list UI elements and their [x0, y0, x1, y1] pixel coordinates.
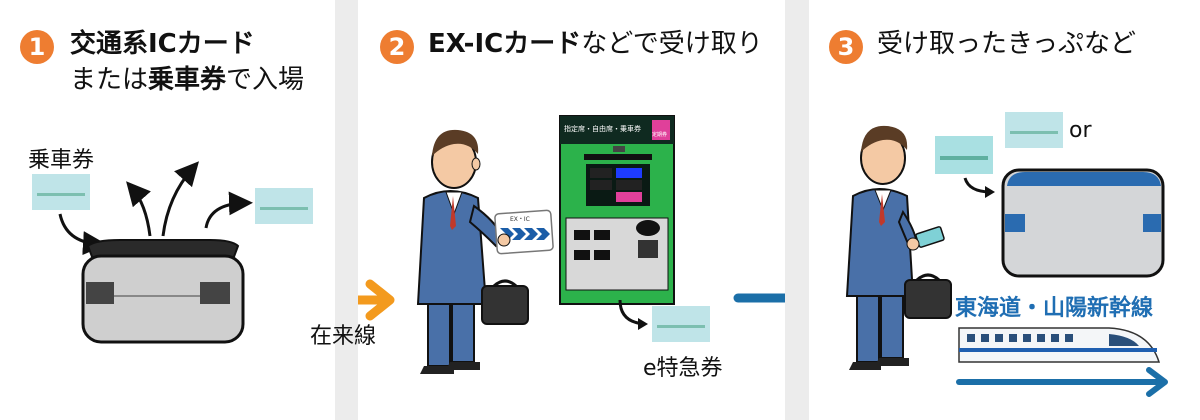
gate-arrows-icon [58, 161, 253, 256]
step-2-title: EX-ICカードなどで受け取り [428, 26, 763, 62]
gate-icon [1001, 168, 1165, 278]
local-line-label: 在来線 [310, 324, 377, 349]
step-2-panel: 2 EX-ICカードなどで受け取り [310, 0, 785, 420]
ticket-label: 乗車券 [28, 148, 95, 173]
boarding-illustration [845, 125, 1168, 397]
step-2-badge: 2 [380, 30, 414, 64]
person-icon [845, 125, 952, 370]
step-1-title-ticket: 乗車券 [148, 65, 227, 95]
step-1-title: 交通系ICカード または乗車券で入場 [70, 26, 304, 98]
express-ticket-label: e特急券 [643, 356, 723, 381]
card-label: EX・IC [510, 216, 530, 223]
returned-ticket-icon [255, 188, 313, 224]
ic-card-icon [935, 136, 993, 174]
step-2-title-bold: EX-ICカード [428, 29, 582, 59]
step-3-badge: 3 [829, 30, 863, 64]
step-2-title-post: などで受け取り [581, 29, 763, 59]
ex-ic-card-icon [494, 209, 554, 255]
step-1-title-post: で入場 [226, 65, 305, 95]
gate-arrow-icon [963, 177, 995, 198]
paper-ticket-icon [1005, 112, 1063, 148]
step-1-badge: 1 [20, 30, 54, 64]
train-direction-arrow-icon [956, 367, 1168, 397]
step-1-panel: 1 交通系ICカード または乗車券で入場 乗車券 [0, 0, 335, 420]
shinkansen-line-name: 東海道・山陽新幹線 [955, 296, 1154, 321]
machine-header-label: 指定席・自由席・乗車券 [564, 125, 641, 133]
shinkansen-icon [958, 327, 1161, 363]
orange-arrow-icon [358, 279, 395, 321]
issue-arrow-icon [618, 299, 648, 330]
step-3-panel: 3 受け取ったきっぷなど or [809, 0, 1200, 420]
person-icon [416, 129, 529, 374]
step-3-title: 受け取ったきっぷなど [877, 29, 1136, 59]
gate-machine-icon [81, 239, 245, 344]
or-label: or [1069, 118, 1092, 143]
ticket-gate-illustration [58, 161, 253, 344]
express-ticket-icon [652, 306, 710, 342]
step-1-title-pre: または [70, 65, 149, 95]
blue-arrow-icon [733, 293, 785, 303]
step-1-title-bold: 交通系ICカード [70, 29, 255, 59]
ticket-machine-icon [559, 115, 675, 305]
ticket-icon [32, 174, 90, 210]
station-person-illustration [358, 115, 785, 374]
machine-tag-label: 定期券 [652, 132, 668, 138]
